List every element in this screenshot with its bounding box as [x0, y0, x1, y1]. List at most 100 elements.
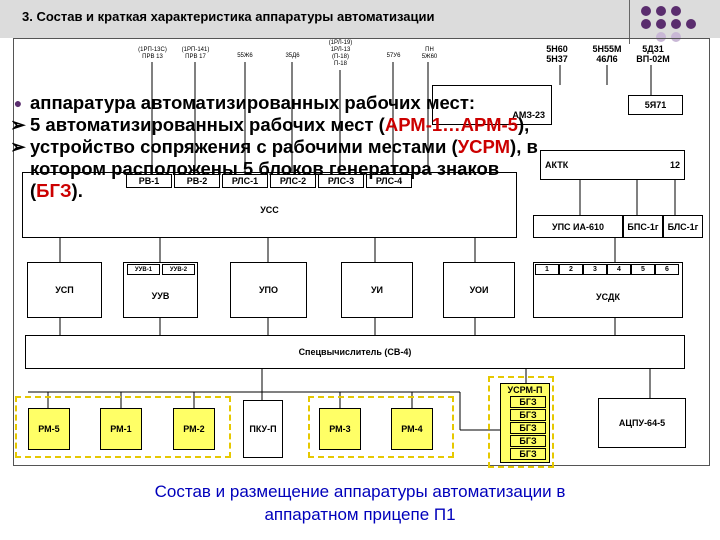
usdk-port-2: 2 — [559, 264, 583, 275]
block-bls: БЛС-1г — [663, 215, 703, 238]
block-rv2: РВ-2 — [174, 174, 220, 188]
block-bgz-5: БГЗ — [510, 448, 546, 460]
bullet-3-highlight: УСРМ — [457, 136, 511, 157]
caption-line-2: аппаратном прицепе П1 — [264, 505, 456, 524]
block-ups-label: УПС ИА-610 — [551, 221, 605, 232]
block-rm3-label: РМ-3 — [329, 424, 351, 434]
bullet-list: ● аппаратура автоматизированных рабочих … — [10, 92, 700, 202]
top-right-5n60: 5Н60 5Н37 — [546, 44, 568, 64]
usdk-port-1: 1 — [535, 264, 559, 275]
slide-title: 3. Состав и краткая характеристика аппар… — [22, 9, 435, 24]
block-5ya71: 5Я71 — [628, 95, 683, 115]
block-aktk: АКТК 12 — [540, 150, 685, 180]
usdk-port-4: 4 — [607, 264, 631, 275]
usdk-port-5-label: 5 — [641, 265, 645, 273]
block-ui: УИ — [341, 262, 413, 318]
block-uss-label: УСС — [260, 205, 279, 215]
block-rm4-label: РМ-4 — [401, 424, 423, 434]
block-bgz-4-label: БГЗ — [519, 436, 537, 446]
workstations-group-right — [308, 396, 454, 458]
usdk-port-3: 3 — [583, 264, 607, 275]
block-ui-label: УИ — [370, 285, 384, 295]
usdk-port-5: 5 — [631, 264, 655, 275]
block-upo: УПО — [230, 262, 307, 318]
block-pku-p-label: ПКУ-П — [249, 424, 277, 434]
block-bgz-1-label: БГЗ — [519, 397, 537, 407]
block-rm2: РМ-2 — [173, 408, 215, 450]
block-bgz-3-label: БГЗ — [519, 423, 537, 433]
block-usp: УСП — [27, 262, 102, 318]
block-rm5: РМ-5 — [28, 408, 70, 450]
bullet-item-3: ➢ устройство сопряжения с рабочими места… — [10, 136, 700, 202]
block-bgz-2: БГЗ — [510, 409, 546, 421]
usdk-port-3-label: 3 — [593, 265, 597, 273]
usdk-port-6: 6 — [655, 264, 679, 275]
arrow-bullet-icon: ➢ — [10, 136, 26, 157]
top-label-57u6: 57У6 — [386, 53, 401, 59]
block-usp-label: УСП — [55, 285, 74, 295]
block-rm4: РМ-4 — [391, 408, 433, 450]
block-usrm-p-label: УСРМ-П — [507, 385, 543, 395]
block-rm5-label: РМ-5 — [38, 424, 60, 434]
arrow-bullet-icon: ➢ — [10, 114, 26, 135]
block-usdk-label: УСДК — [596, 292, 620, 302]
usdk-port-2-label: 2 — [569, 265, 573, 273]
block-rm1: РМ-1 — [100, 408, 142, 450]
block-rls4-label: РЛС-4 — [375, 176, 403, 186]
block-rls2-label: РЛС-2 — [279, 176, 307, 186]
circle-bullet-icon: ● — [13, 95, 23, 111]
block-uoi-label: УОИ — [469, 285, 489, 295]
bullet-2-text: 5 автоматизированных рабочих мест ( — [30, 114, 385, 135]
block-bgz-2-label: БГЗ — [519, 410, 537, 420]
block-uuv2-label: УУВ-2 — [169, 266, 188, 273]
block-am3-23-label: АМЗ-23 — [512, 110, 545, 120]
top-label-pn: ПН 5Ж60 — [421, 47, 438, 60]
block-uuv2: УУВ-2 — [162, 264, 195, 275]
top-label-prv13: (1РП-13С) ПРВ 13 — [138, 47, 167, 60]
block-bps-label: БПС-1г — [627, 221, 659, 232]
header-bar: 3. Состав и краткая характеристика аппар… — [0, 0, 720, 38]
block-bps: БПС-1г — [623, 215, 663, 238]
block-atspu: АЦПУ-64-5 — [598, 398, 686, 448]
bullet-3-bgz: БГЗ — [36, 180, 72, 201]
block-sv4: Спецвычислитель (СВ-4) — [25, 335, 685, 369]
usrm-group — [488, 376, 554, 468]
block-rls1: РЛС-1 — [222, 174, 268, 188]
top-label-prv17: (1РП-141) ПРВ 17 — [181, 47, 210, 60]
block-rm3: РМ-3 — [319, 408, 361, 450]
block-uuv-label: УУВ — [151, 291, 170, 301]
block-12-label: 12 — [669, 160, 680, 170]
usdk-port-6-label: 6 — [665, 265, 669, 273]
usdk-port-4-label: 4 — [617, 265, 621, 273]
block-aktk-label: АКТК — [545, 160, 569, 170]
bullet-3-text: устройство сопряжения с рабочими местами… — [30, 136, 458, 157]
bullet-2-highlight: АРМ-1…АРМ-5 — [384, 114, 518, 135]
usdk-port-1-label: 1 — [545, 265, 549, 273]
block-upo-label: УПО — [258, 285, 279, 295]
top-right-5d31: 5Д31 ВП-02М — [636, 44, 670, 64]
top-label-55zh6: 55Ж6 — [237, 53, 253, 59]
block-rv1-label: РВ-1 — [138, 176, 160, 186]
block-uuv1: УУВ-1 — [127, 264, 160, 275]
block-5ya71-label: 5Я71 — [644, 100, 667, 110]
bullet-item-2: ➢ 5 автоматизированных рабочих мест (АРМ… — [10, 114, 700, 136]
top-right-5n55m: 5Н55М 46Л6 — [592, 44, 622, 64]
block-bgz-4: БГЗ — [510, 435, 546, 447]
block-atspu-label: АЦПУ-64-5 — [618, 418, 666, 428]
block-rm2-label: РМ-2 — [183, 424, 205, 434]
block-sv4-label: Спецвычислитель (СВ-4) — [298, 347, 412, 357]
block-rls1-label: РЛС-1 — [231, 176, 259, 186]
block-bgz-3: БГЗ — [510, 422, 546, 434]
block-bgz-1: БГЗ — [510, 396, 546, 408]
block-rm1-label: РМ-1 — [110, 424, 132, 434]
header-divider — [629, 0, 630, 44]
block-rls3-label: РЛС-3 — [327, 176, 355, 186]
bullet-item-1: ● аппаратура автоматизированных рабочих … — [10, 92, 700, 114]
bullet-3-paren-close: ). — [71, 180, 83, 201]
bullet-3-paren-open: ( — [30, 180, 37, 201]
figure-caption: Состав и размещение аппаратуры автоматиз… — [40, 480, 680, 526]
block-uoi: УОИ — [443, 262, 515, 318]
block-pku-p: ПКУ-П — [243, 400, 283, 458]
top-label-35d6: 35Д6 — [285, 53, 300, 59]
